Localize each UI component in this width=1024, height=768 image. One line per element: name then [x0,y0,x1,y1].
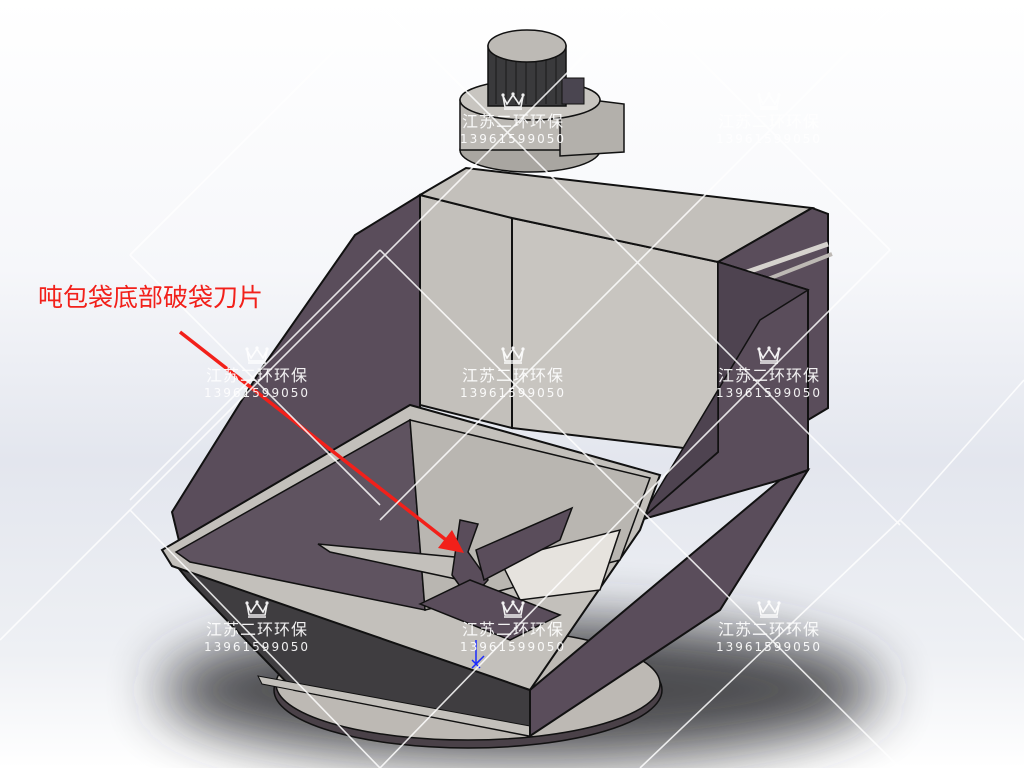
bag-breaker-blade-right [475,506,574,582]
motor-cap [487,29,567,63]
callout-arrow [178,330,464,553]
rear-wall-left [419,193,513,430]
hopper-interior-floor [498,528,622,601]
callout-label: 吨包袋底部破袋刀片 [38,283,264,312]
bag-breaker-blade-center [451,519,489,602]
motor-terminal-box [561,77,585,105]
right-inner-panel [639,260,810,521]
hopper-right-panel [529,468,811,738]
blade-support-bar [418,579,562,641]
